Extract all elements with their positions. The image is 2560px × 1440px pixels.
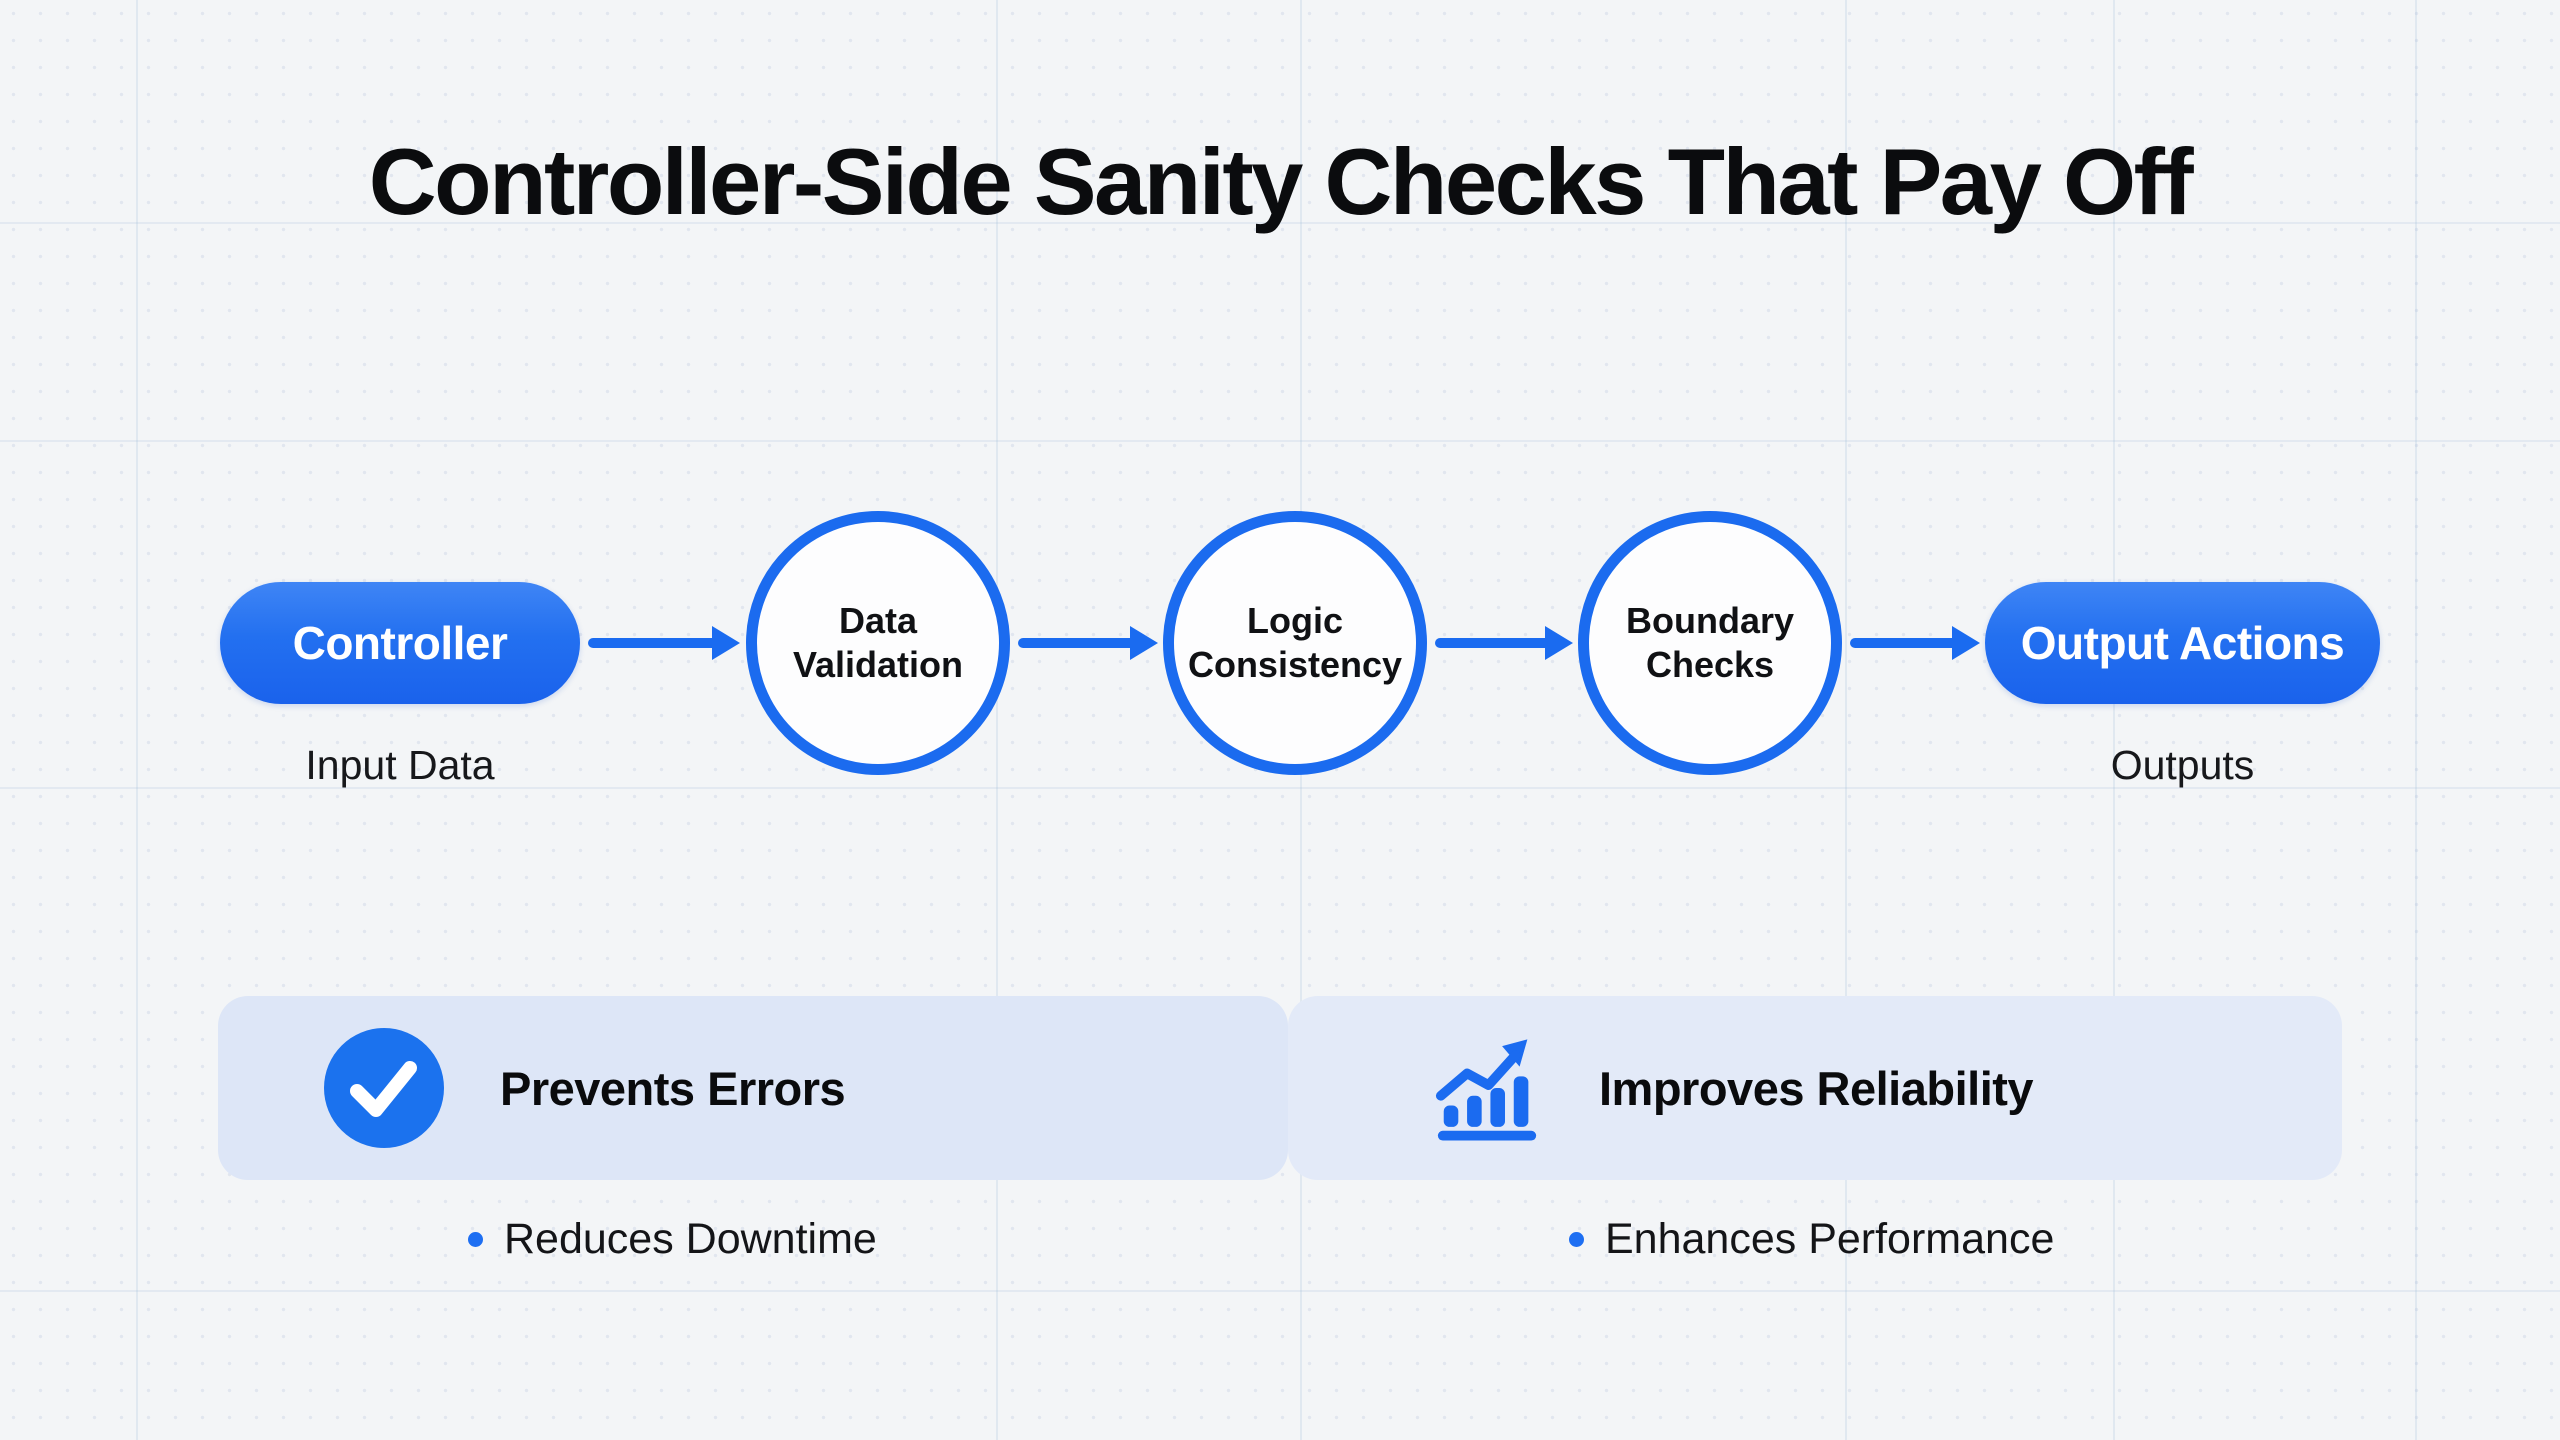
bullet-dot [468,1231,483,1247]
bullet-text: Enhances Performance [1605,1214,2055,1263]
benefit-card-prevents-errors: Prevents Errors [218,996,1288,1180]
benefit-card-improves-reliability: Improves Reliability [1288,996,2342,1180]
grid-line [2113,0,2115,1440]
flow-arrow [588,626,740,660]
check-icon [324,1028,444,1148]
bullet-enhances-performance: Enhances Performance [1569,1210,2054,1268]
grid-line [996,0,998,1440]
bullet-text: Reduces Downtime [504,1214,877,1263]
flow-arrow [1850,626,1980,660]
flow-arrow [1018,626,1158,660]
bullet-reduces-downtime: Reduces Downtime [468,1210,877,1268]
benefit-title: Prevents Errors [500,1061,846,1115]
flow-node-data-validation: Data Validation [746,511,1010,775]
grid-line [0,787,2560,789]
grid-line [0,222,2560,224]
benefit-title: Improves Reliability [1599,1061,2034,1115]
page-title: Controller-Side Sanity Checks That Pay O… [368,129,2194,234]
flow-node-logic-consistency: Logic Consistency [1163,511,1427,775]
flow-arrow [1435,626,1573,660]
flow-node-output-actions: Output Actions [1985,582,2380,704]
flow-node-controller: Controller [220,582,580,704]
grid-line [2415,0,2417,1440]
grid-line [0,440,2560,442]
grid-line [0,1290,2560,1292]
bullet-dot [1569,1231,1584,1247]
flow-label-input-data: Input Data [305,741,495,788]
grid-line [1845,0,1847,1440]
flow-node-boundary-checks: Boundary Checks [1578,511,1842,775]
trend-chart-icon [1434,1033,1541,1143]
flow-label-outputs: Outputs [2110,741,2255,788]
grid-line [136,0,138,1440]
